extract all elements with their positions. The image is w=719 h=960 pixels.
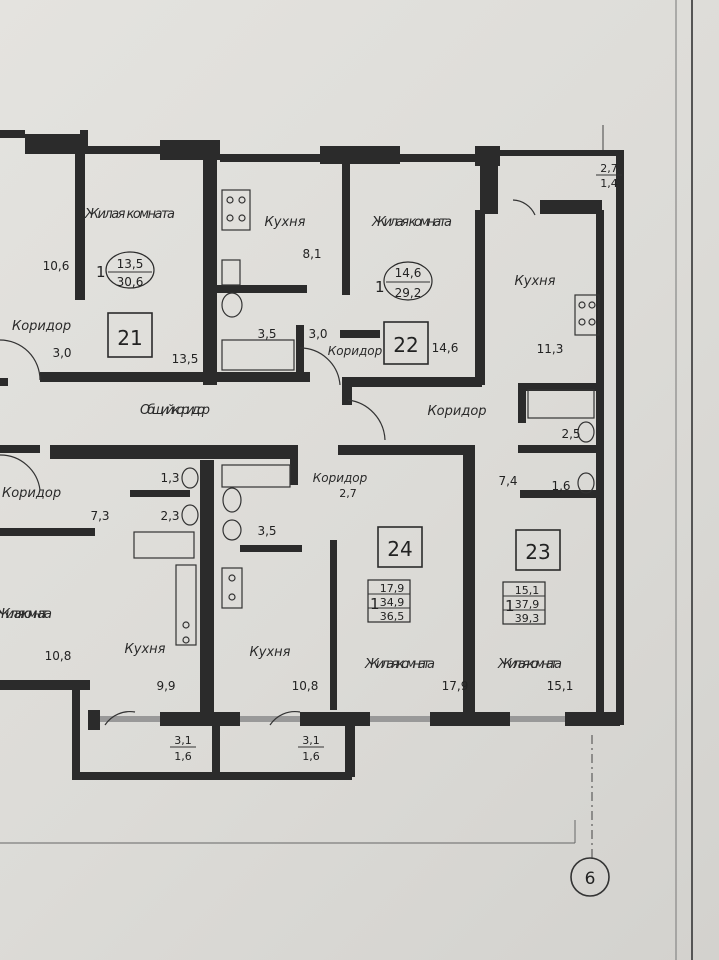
room-title: Коридор [328, 344, 383, 358]
room-title: Общий коридор [140, 403, 210, 418]
balcony-area: 1,6 [174, 750, 192, 763]
room-title: Жилая комната [364, 657, 435, 672]
room-area: 3,0 [308, 327, 327, 341]
room-area: 3,0 [52, 346, 71, 360]
apartment-number-box [515, 529, 561, 571]
balcony-area: 1,6 [302, 750, 320, 763]
svg-text:13,5: 13,5 [117, 257, 144, 271]
room-area: 10,6 [43, 259, 70, 273]
room-title: Коридор [2, 486, 61, 501]
area-badge-21: 1 13,5 30,6 [96, 251, 155, 289]
area-badge-24: 1 17,9 34,9 36,5 [367, 579, 411, 623]
room-area: 14,6 [432, 341, 459, 355]
room-area: 13,5 [172, 352, 199, 366]
room-area: 17,9 [442, 679, 469, 693]
balcony-area: 3,1 [174, 734, 192, 747]
room-title: Коридор [12, 319, 71, 334]
area-badge-22: 1 14,6 29,2 [375, 261, 433, 301]
svg-text:1: 1 [375, 278, 385, 296]
svg-text:34,9: 34,9 [380, 596, 405, 609]
balcony-area: 1,4 [600, 177, 618, 190]
room-area: 11,3 [537, 342, 564, 356]
room-title: Коридор [427, 404, 486, 419]
room-area: 7,3 [90, 509, 109, 523]
room-title: Коридор [313, 471, 368, 485]
apartment-number-23: 23 [525, 540, 550, 564]
room-title: Кухня [250, 645, 291, 660]
apartment-number-box [377, 526, 423, 568]
svg-text:37,9: 37,9 [515, 598, 540, 611]
room-area: 1,6 [551, 479, 570, 493]
walls [0, 130, 624, 780]
svg-text:1: 1 [370, 595, 380, 613]
svg-text:17,9: 17,9 [380, 582, 405, 595]
axis-marker-label: 6 [585, 869, 596, 889]
room-area: 15,1 [547, 679, 574, 693]
room-area: 9,9 [156, 679, 175, 693]
room-area: 3,5 [257, 327, 276, 341]
room-area: 2,3 [160, 509, 179, 523]
room-area: 1,3 [160, 471, 179, 485]
room-area: 2,5 [561, 427, 580, 441]
apartment-number-box [383, 321, 429, 365]
room-area: 3,5 [257, 524, 276, 538]
room-title: Жилая комната [371, 215, 452, 230]
apartment-number-21: 21 [117, 326, 142, 350]
balcony-area: 3,1 [302, 734, 320, 747]
svg-text:30,6: 30,6 [117, 275, 144, 289]
area-badge-23: 1 15,1 37,9 39,3 [502, 581, 546, 625]
room-area: 7,4 [498, 474, 517, 488]
apartment-number-box [107, 312, 153, 358]
room-area: 10,8 [292, 679, 319, 693]
room-title: Кухня [265, 215, 306, 230]
room-title: Жилая комната [84, 207, 175, 222]
room-title: Кухня [515, 274, 556, 289]
svg-text:1: 1 [505, 597, 515, 615]
room-title: Кухня [125, 642, 166, 657]
svg-text:1: 1 [96, 263, 106, 281]
svg-text:15,1: 15,1 [515, 584, 540, 597]
room-title: Жилая комната [0, 607, 52, 622]
room-area: 8,1 [302, 247, 321, 261]
room-title: Жилая комната [497, 657, 562, 672]
svg-text:29,2: 29,2 [395, 286, 422, 300]
axis-marker-circle [570, 857, 610, 897]
svg-text:36,5: 36,5 [380, 610, 405, 623]
svg-text:39,3: 39,3 [515, 612, 540, 625]
svg-text:14,6: 14,6 [395, 266, 422, 280]
apartment-number-22: 22 [393, 333, 418, 357]
fixtures [0, 189, 600, 726]
apartment-number-24: 24 [387, 537, 412, 561]
room-area: 10,8 [45, 649, 72, 663]
room-area: 2,7 [339, 487, 357, 500]
balcony-area: 2,7 [600, 162, 618, 175]
